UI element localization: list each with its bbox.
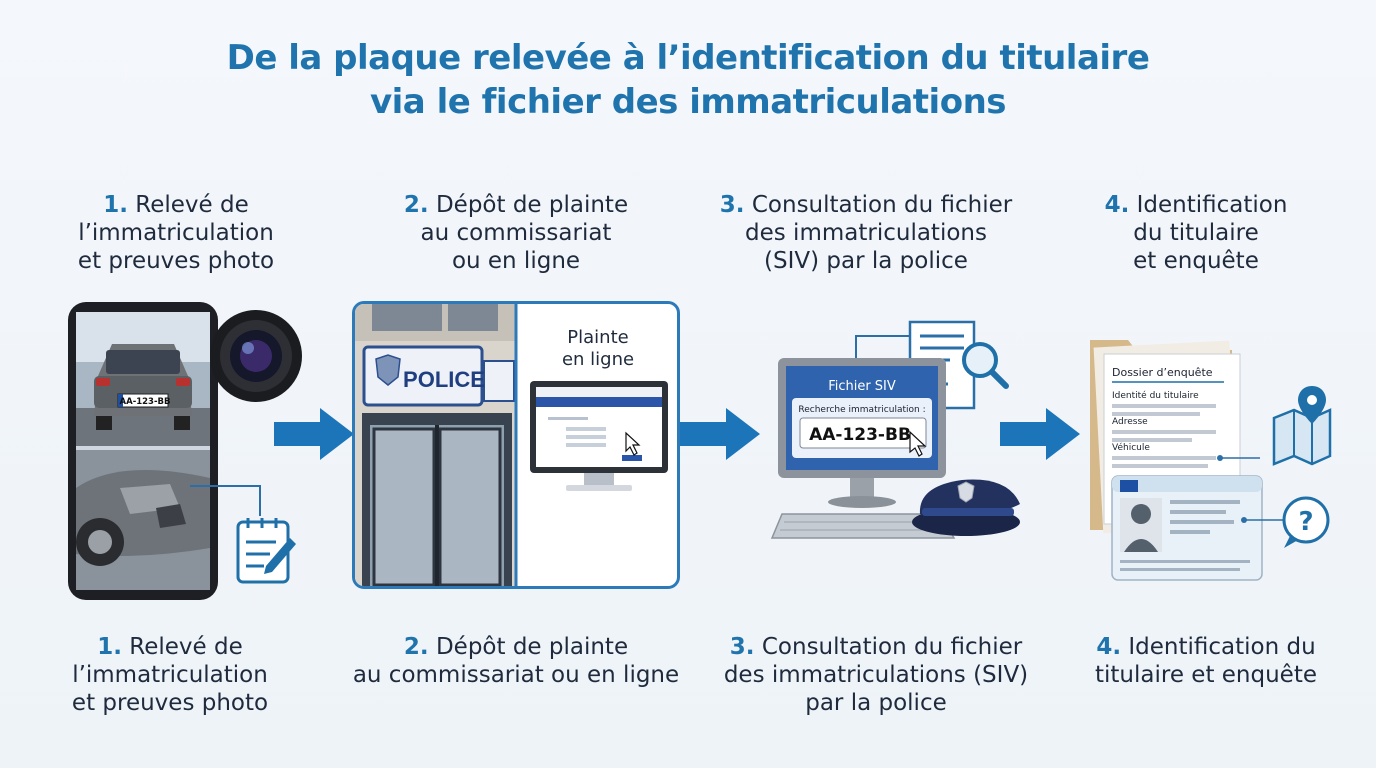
step-heading-line: du titulaire <box>1133 220 1259 246</box>
step-caption-line: Dépôt de plainte <box>435 634 629 660</box>
step-number: 2. <box>403 192 429 218</box>
step-caption-line: Relevé de <box>129 634 243 660</box>
step-heading-line: Identification <box>1136 192 1288 218</box>
step-heading-line: et enquête <box>1133 248 1259 274</box>
siv-search-label: Recherche immatriculation : <box>798 405 925 415</box>
step-caption-line: des immatriculations (SIV) <box>723 662 1029 688</box>
title-line-1: De la plaque relevée à l’identification … <box>226 38 1150 78</box>
step-3-heading: 3. Consultation du fichier des immatricu… <box>706 191 1026 275</box>
police-sign-text: POLICE <box>403 367 485 392</box>
dossier-illustration: Dossier d’enquête Identité du titulaire … <box>1090 340 1332 581</box>
step-3-caption: 3. Consultation du fichier des immatricu… <box>706 633 1046 717</box>
dossier-field-vehicle: Véhicule <box>1112 442 1150 453</box>
step-number: 4. <box>1104 192 1130 218</box>
step-4-caption: 4. Identification du titulaire et enquêt… <box>1046 633 1366 689</box>
step-caption-line: et preuves photo <box>71 690 269 716</box>
step-number: 1. <box>97 634 122 660</box>
step-1-heading: 1. Relevé de l’immatriculation et preuve… <box>16 191 336 275</box>
siv-computer-illustration: Fichier SIV Recherche immatriculation : … <box>770 320 1020 539</box>
phone-plate-text: AA-123-BB <box>120 397 171 407</box>
arrow-right-icon <box>274 408 354 460</box>
title-line-2: via le fichier des immatriculations <box>369 82 1007 122</box>
step-2-heading: 2. Dépôt de plainte au commissariat ou e… <box>356 191 676 275</box>
step-heading-line: Consultation du fichier <box>751 192 1013 218</box>
step-caption-line: Identification du <box>1128 634 1316 660</box>
siv-title-text: Fichier SIV <box>828 379 896 394</box>
step-caption-line: titulaire et enquête <box>1095 662 1317 688</box>
siv-plate-text: AA-123-BB <box>809 425 911 445</box>
dossier-title: Dossier d’enquête <box>1112 366 1213 379</box>
step-heading-line: ou en ligne <box>451 248 581 274</box>
step-number: 1. <box>103 192 128 218</box>
dossier-field-identity: Identité du titulaire <box>1112 390 1199 401</box>
svg-text:?: ? <box>1298 507 1313 537</box>
station-building-graphic: POLICE Plainte en ligne <box>355 304 668 586</box>
step-4-heading: 4. Identification du titulaire et enquêt… <box>1036 191 1356 275</box>
page-title: De la plaque relevée à l’identification … <box>0 36 1376 124</box>
phone-photo-illustration: AA-123-BB <box>68 302 302 600</box>
step-caption-line: l’immatriculation <box>72 662 268 688</box>
step-heading-line: (SIV) par la police <box>764 248 968 274</box>
arrow-right-icon <box>680 408 760 460</box>
dossier-field-address: Adresse <box>1112 417 1148 427</box>
step-heading-line: au commissariat <box>420 220 612 246</box>
arrow-right-icon <box>1000 408 1080 460</box>
step-number: 2. <box>403 634 429 660</box>
online-label-line-2: en ligne <box>562 349 634 370</box>
step-caption-line: au commissariat ou en ligne <box>352 662 680 688</box>
step-heading-line: l’immatriculation <box>78 220 274 246</box>
step-caption-line: par la police <box>805 690 947 716</box>
step-number: 4. <box>1096 634 1122 660</box>
step-caption-line: Consultation du fichier <box>761 634 1023 660</box>
step-heading-line: des immatriculations <box>745 220 987 246</box>
step-heading-line: Dépôt de plainte <box>435 192 629 218</box>
step-1-caption: 1. Relevé de l’immatriculation et preuve… <box>10 633 330 717</box>
step-heading-line: et preuves photo <box>77 248 275 274</box>
step-2-caption: 2. Dépôt de plainte au commissariat ou e… <box>336 633 696 689</box>
police-station-illustration: POLICE Plainte en ligne <box>352 301 680 589</box>
step-heading-line: Relevé de <box>135 192 249 218</box>
step-number: 3. <box>729 634 755 660</box>
online-label-line-1: Plainte <box>567 327 628 348</box>
step-number: 3. <box>719 192 745 218</box>
